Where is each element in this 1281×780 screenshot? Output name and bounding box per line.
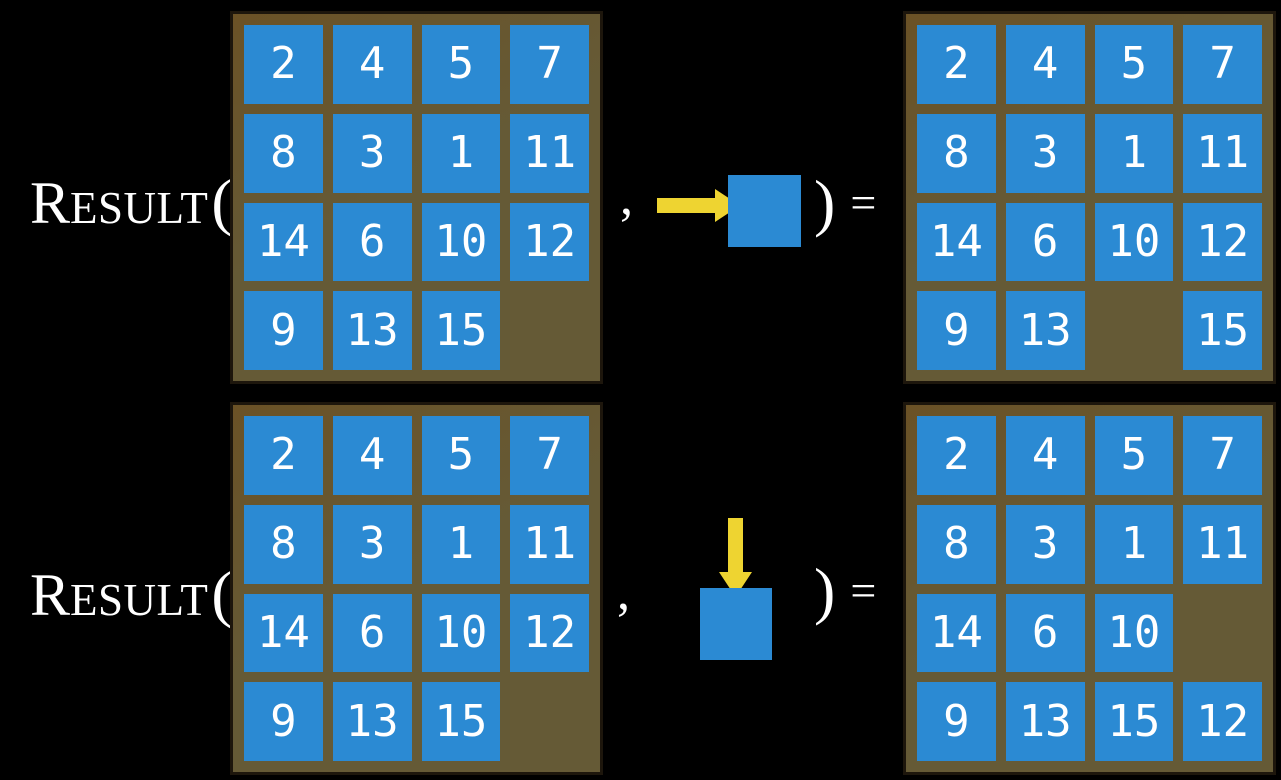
puzzle-tile-2: 2 — [917, 25, 996, 104]
action-move-right — [657, 175, 803, 247]
right-arrow-icon — [657, 189, 740, 222]
blank-cell — [1183, 594, 1262, 673]
puzzle-tile-4: 4 — [1005, 416, 1085, 495]
close-paren: ) — [814, 555, 836, 626]
puzzle-tile-6: 6 — [1005, 593, 1085, 673]
puzzle-tile-9: 9 — [917, 291, 996, 370]
puzzle-tile-13: 13 — [332, 682, 412, 761]
puzzle-tile-15: 15 — [1183, 291, 1262, 370]
puzzle-tile-13: 13 — [332, 291, 412, 370]
puzzle-tile-10: 10 — [1094, 593, 1174, 673]
puzzle-tile-3: 3 — [1005, 113, 1085, 193]
puzzle-tile-14: 14 — [917, 593, 996, 673]
puzzle-tile-8: 8 — [917, 113, 996, 193]
puzzle-tile-2: 2 — [917, 416, 996, 495]
puzzle-tile-11: 11 — [1183, 113, 1262, 193]
puzzle-tile-7: 7 — [1183, 25, 1262, 104]
puzzle-tile-13: 13 — [1005, 291, 1085, 370]
puzzle-tile-10: 10 — [1094, 202, 1174, 282]
puzzle-tile-4: 4 — [332, 25, 412, 104]
down-arrow-icon — [719, 518, 752, 597]
open-paren: ( — [211, 558, 233, 629]
result-function-label: R ESULT ( — [30, 562, 233, 626]
action-move-down — [700, 518, 772, 660]
puzzle-tile-9: 9 — [244, 291, 323, 370]
puzzle-tile-15: 15 — [1094, 682, 1174, 761]
puzzle-tile-1: 1 — [1094, 504, 1174, 584]
function-name-capital: R — [30, 170, 71, 236]
puzzle-tile-10: 10 — [421, 593, 501, 673]
open-paren: ( — [211, 166, 233, 237]
puzzle-tile-15: 15 — [421, 682, 501, 761]
puzzle-tile-5: 5 — [421, 416, 501, 495]
moved-tile — [728, 175, 801, 247]
puzzle-tile-11: 11 — [1183, 504, 1262, 584]
moved-tile — [700, 588, 772, 660]
puzzle-tile-11: 11 — [510, 504, 589, 584]
puzzle-tile-5: 5 — [1094, 25, 1174, 104]
puzzle-tile-12: 12 — [510, 593, 589, 673]
puzzle-tile-7: 7 — [1183, 416, 1262, 495]
puzzle-tile-9: 9 — [244, 682, 323, 761]
comma: , — [617, 564, 630, 621]
comma: , — [620, 169, 633, 226]
puzzle-tile-5: 5 — [421, 25, 501, 104]
puzzle-tile-4: 4 — [332, 416, 412, 495]
puzzle-tile-14: 14 — [244, 593, 323, 673]
puzzle-tile-12: 12 — [1183, 202, 1262, 282]
puzzle-tile-10: 10 — [421, 202, 501, 282]
puzzle-tile-8: 8 — [244, 504, 323, 584]
blank-cell — [1095, 291, 1174, 370]
puzzle-tile-7: 7 — [510, 25, 589, 104]
puzzle-tile-8: 8 — [244, 113, 323, 193]
close-paren: ) — [814, 167, 836, 238]
puzzle-tile-2: 2 — [244, 25, 323, 104]
blank-cell — [510, 682, 589, 761]
close-paren-equals: ) = — [811, 171, 876, 235]
result-function-label: R ESULT ( — [30, 170, 233, 234]
puzzle-tile-6: 6 — [1005, 202, 1085, 282]
function-name-smallcaps: ESULT — [70, 183, 209, 233]
puzzle-tile-2: 2 — [244, 416, 323, 495]
puzzle-tile-9: 9 — [917, 682, 996, 761]
puzzle-tile-12: 12 — [1183, 682, 1262, 761]
function-name-capital: R — [30, 562, 71, 628]
function-name-smallcaps: ESULT — [70, 575, 209, 625]
puzzle-tile-3: 3 — [332, 504, 412, 584]
puzzle-tile-1: 1 — [421, 504, 501, 584]
puzzle-tile-14: 14 — [244, 202, 323, 282]
puzzle-tile-3: 3 — [332, 113, 412, 193]
puzzle-tile-8: 8 — [917, 504, 996, 584]
puzzle-tile-15: 15 — [421, 291, 501, 370]
blank-cell — [510, 291, 589, 370]
puzzle-tile-7: 7 — [510, 416, 589, 495]
puzzle-tile-11: 11 — [510, 113, 589, 193]
puzzle-tile-1: 1 — [1094, 113, 1174, 193]
close-paren-equals: ) = — [811, 559, 876, 623]
equals-sign: = — [850, 565, 877, 616]
puzzle-tile-3: 3 — [1005, 504, 1085, 584]
puzzle-tile-12: 12 — [510, 202, 589, 282]
puzzle-tile-6: 6 — [332, 593, 412, 673]
puzzle-tile-5: 5 — [1094, 416, 1174, 495]
equals-sign: = — [850, 177, 877, 228]
puzzle-tile-4: 4 — [1005, 25, 1085, 104]
puzzle-tile-13: 13 — [1005, 682, 1085, 761]
puzzle-tile-1: 1 — [421, 113, 501, 193]
puzzle-tile-6: 6 — [332, 202, 412, 282]
puzzle-tile-14: 14 — [917, 202, 996, 282]
